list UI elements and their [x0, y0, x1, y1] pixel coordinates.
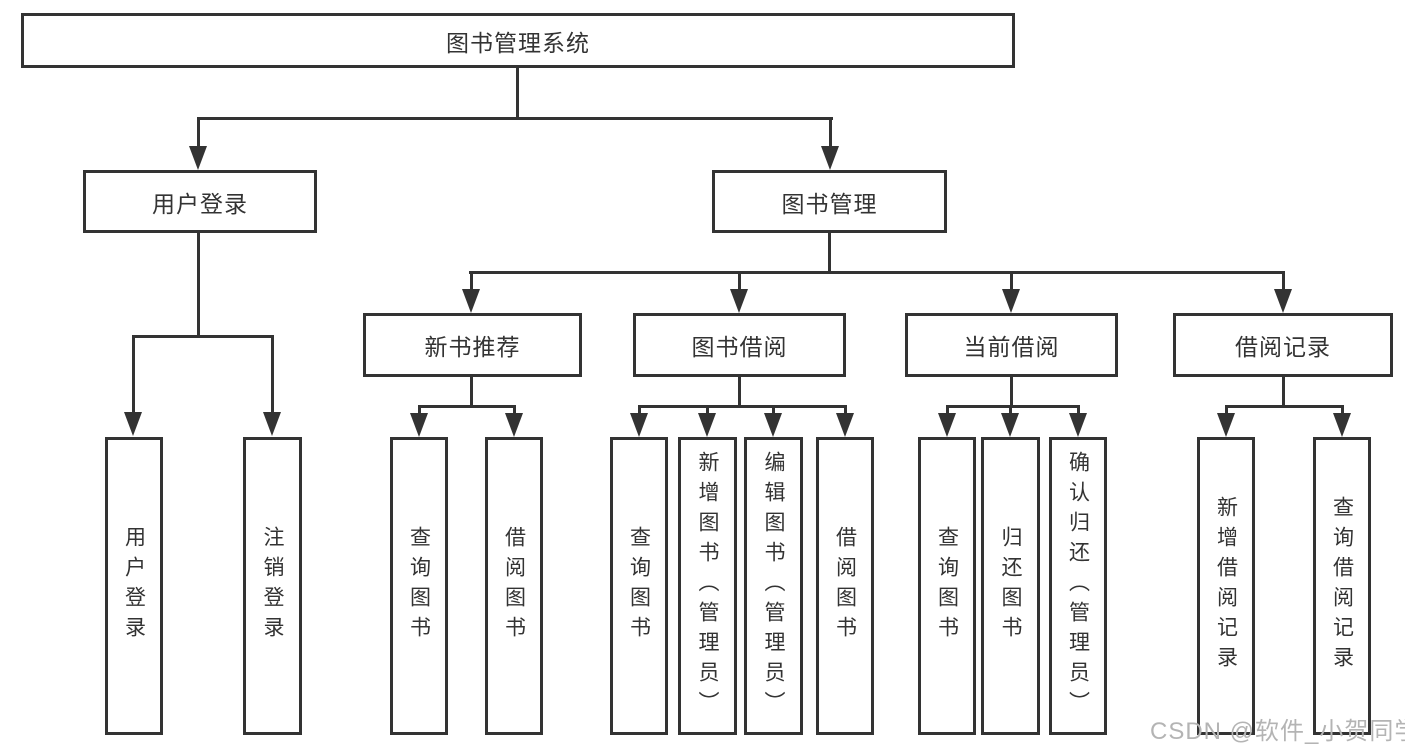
- node-leaf-current-return-book: 归还图书: [981, 437, 1040, 735]
- arrow-down-icon: [1274, 289, 1292, 313]
- connector-line: [772, 405, 775, 417]
- connector-line: [197, 233, 200, 337]
- node-label: 图书管理: [781, 190, 878, 217]
- csdn-watermark: CSDN @软件_小贺同学: [1150, 718, 1405, 745]
- node-label: 查询图书: [627, 526, 651, 646]
- arrow-down-icon: [630, 413, 648, 437]
- connector-line: [132, 335, 135, 415]
- arrow-down-icon: [764, 413, 782, 437]
- connector-line: [132, 335, 274, 338]
- connector-line: [1282, 377, 1285, 407]
- node-leaf-logout: 注销登录: [243, 437, 302, 735]
- arrow-down-icon: [698, 413, 716, 437]
- node-leaf-records-query-record: 查询借阅记录: [1313, 437, 1371, 735]
- node-leaf-current-confirm-return-admin: 确认归还（管理员）: [1049, 437, 1107, 735]
- connector-line: [706, 405, 709, 417]
- node-label: 查询图书: [407, 526, 431, 646]
- node-leaf-records-add-record: 新增借阅记录: [1197, 437, 1255, 735]
- node-label: 图书借阅: [691, 334, 788, 360]
- node-leaf-recommend-query-book: 查询图书: [390, 437, 448, 735]
- arrow-down-icon: [1217, 413, 1235, 437]
- node-label: 查询借阅记录: [1330, 496, 1354, 676]
- node-label: 注销登录: [261, 526, 284, 646]
- node-book-management: 图书管理: [712, 170, 947, 233]
- connector-line: [828, 233, 831, 273]
- connector-line: [638, 405, 641, 417]
- connector-line: [516, 68, 519, 119]
- node-label: 用户登录: [152, 190, 248, 217]
- node-label: 归还图书: [999, 526, 1022, 646]
- node-leaf-recommend-borrow-book: 借阅图书: [485, 437, 543, 735]
- arrow-down-icon: [1333, 413, 1351, 437]
- connector-line: [1225, 405, 1228, 417]
- arrow-down-icon: [1001, 413, 1019, 437]
- connector-line: [1009, 405, 1012, 417]
- connector-line: [271, 335, 274, 415]
- connector-line: [513, 405, 516, 417]
- node-leaf-current-query-book: 查询图书: [918, 437, 976, 735]
- connector-line: [638, 405, 847, 408]
- connector-line: [469, 271, 1285, 274]
- connector-line: [1077, 405, 1080, 417]
- connector-line: [1341, 405, 1344, 417]
- node-label: 当前借阅: [963, 334, 1060, 360]
- node-library-management-system: 图书管理系统: [21, 13, 1015, 68]
- arrow-down-icon: [1069, 413, 1087, 437]
- node-label: 借阅图书: [833, 526, 857, 646]
- connector-line: [738, 377, 741, 407]
- connector-line: [829, 117, 832, 149]
- node-leaf-borrowing-query-book: 查询图书: [610, 437, 668, 735]
- connector-line: [946, 405, 949, 417]
- connector-line: [946, 405, 1080, 408]
- node-leaf-borrowing-add-book-admin: 新增图书（管理员）: [678, 437, 737, 735]
- node-new-book-recommend: 新书推荐: [363, 313, 582, 377]
- arrow-down-icon: [124, 412, 142, 436]
- connector-line: [1010, 377, 1013, 407]
- node-label: 新增借阅记录: [1214, 496, 1238, 676]
- node-label: 用户登录: [122, 526, 146, 646]
- connector-line: [197, 117, 833, 120]
- node-label: 借阅记录: [1235, 334, 1331, 360]
- node-label: 图书管理系统: [446, 29, 590, 56]
- connector-line: [470, 377, 473, 407]
- connector-line: [470, 271, 473, 293]
- connector-line: [738, 271, 741, 293]
- node-label: 查询图书: [935, 526, 959, 646]
- arrow-down-icon: [189, 146, 207, 170]
- arrow-down-icon: [836, 413, 854, 437]
- node-label: 新增图书（管理员）: [696, 451, 719, 721]
- node-borrowing-records: 借阅记录: [1173, 313, 1393, 377]
- connector-line: [418, 405, 421, 417]
- node-leaf-borrowing-borrow-book: 借阅图书: [816, 437, 874, 735]
- node-book-borrowing: 图书借阅: [633, 313, 846, 377]
- node-label: 借阅图书: [502, 526, 526, 646]
- node-current-borrowing: 当前借阅: [905, 313, 1118, 377]
- arrow-down-icon: [938, 413, 956, 437]
- node-leaf-user-login: 用户登录: [105, 437, 163, 735]
- arrow-down-icon: [821, 146, 839, 170]
- connector-line: [1225, 405, 1344, 408]
- connector-line: [418, 405, 516, 408]
- arrow-down-icon: [410, 413, 428, 437]
- connector-line: [1010, 271, 1013, 293]
- arrow-down-icon: [730, 289, 748, 313]
- arrow-down-icon: [263, 412, 281, 436]
- arrow-down-icon: [505, 413, 523, 437]
- connector-line: [1282, 271, 1285, 293]
- node-user-login: 用户登录: [83, 170, 317, 233]
- node-label: 确认归还（管理员）: [1066, 451, 1090, 721]
- node-label: 新书推荐: [424, 334, 521, 360]
- connector-line: [197, 117, 200, 149]
- arrow-down-icon: [462, 289, 480, 313]
- connector-line: [844, 405, 847, 417]
- node-label: 编辑图书（管理员）: [762, 451, 785, 721]
- node-leaf-borrowing-edit-book-admin: 编辑图书（管理员）: [744, 437, 803, 735]
- arrow-down-icon: [1002, 289, 1020, 313]
